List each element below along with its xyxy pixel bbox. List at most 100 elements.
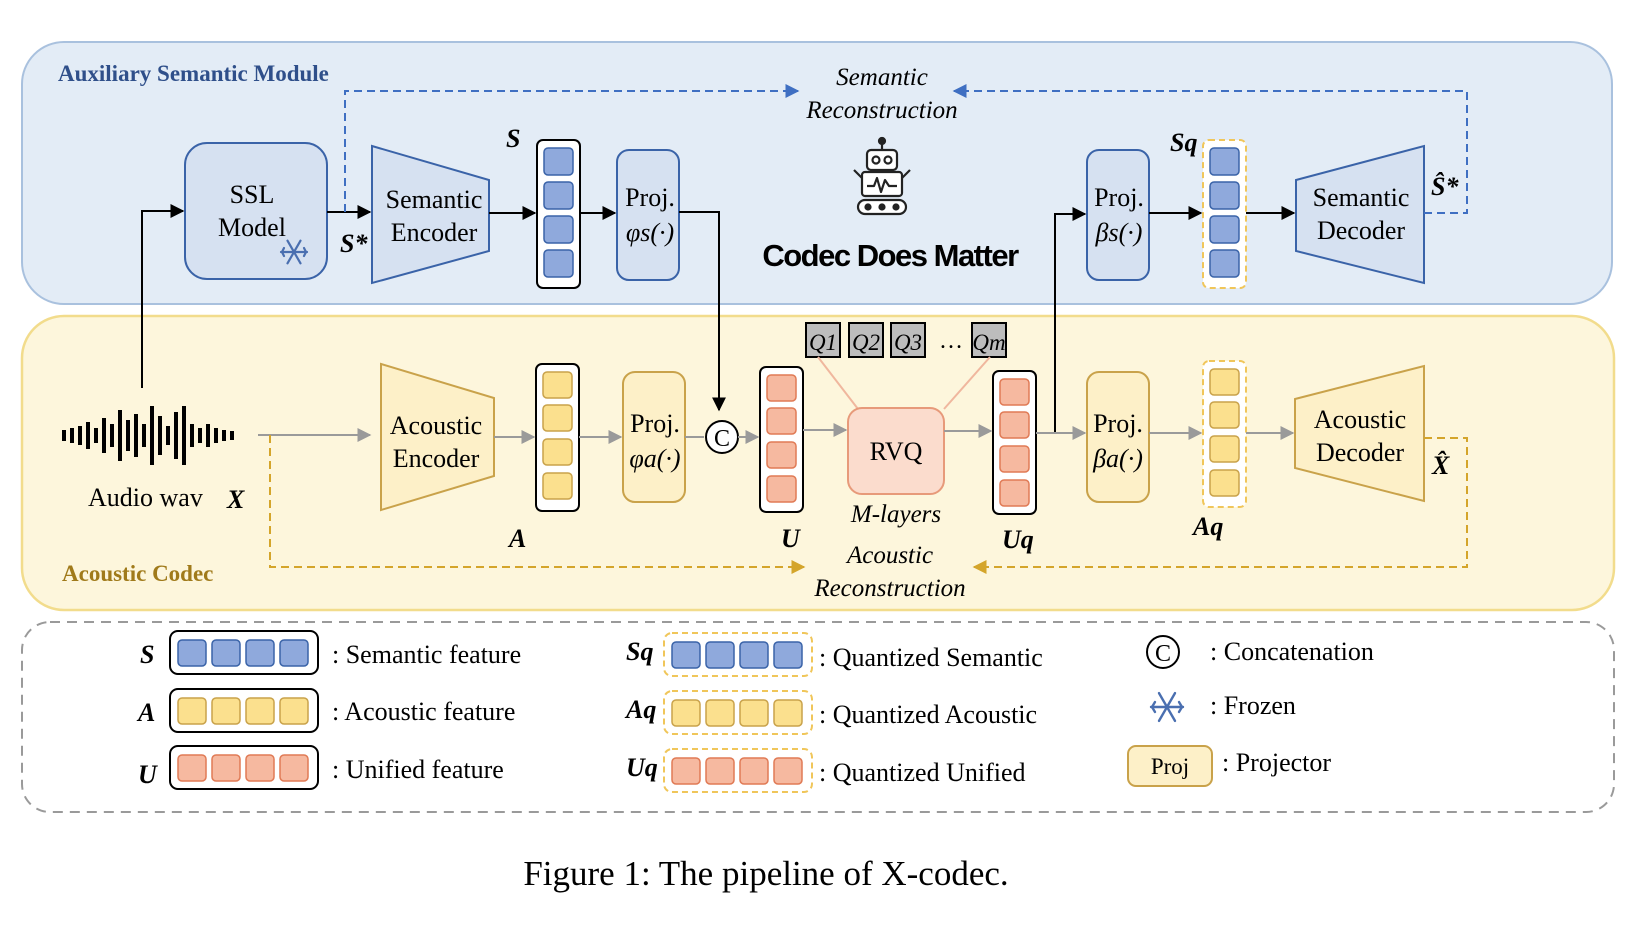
arrow-uq-to-semantic-proj [1054,207,1087,433]
semantic-out-projector-label-2: βs(·) [1095,218,1143,247]
acoustic-reconstruction-label-1: Acoustic [845,542,933,569]
rvq-label: RVQ [870,437,923,466]
quantizer-link-left [817,356,859,410]
legend-aq-cell [773,699,803,727]
legend-a-cell [279,697,309,725]
x-hat-label: X̂ [1431,451,1450,480]
legend-uq-symbol: Uq [626,753,658,782]
aq-feature-label: Aq [1191,512,1223,541]
acoustic-decoder-label-1: Acoustic [1314,405,1406,434]
acoustic-encoder-label-2: Encoder [393,444,480,473]
semantic-encoder-label-1: Semantic [386,185,483,214]
uq-cell [999,411,1030,439]
legend-s-symbol: S [140,640,154,669]
sq-cell [1209,181,1240,210]
semantic-module-title: Auxiliary Semantic Module [58,61,329,86]
legend-a-text: : Acoustic feature [332,697,515,726]
a-feature-label: A [507,524,526,553]
quantizer-qm-label: Qm [972,330,1005,355]
legend-aq-text: : Quantized Acoustic [819,700,1037,729]
codec-does-matter-logo: Codec Does Matter [762,238,1019,273]
legend-sq-text: : Quantized Semantic [819,643,1043,672]
acoustic-module-title: Acoustic Codec [62,561,213,586]
legend-u-cell [245,754,275,782]
s-cell [543,249,574,278]
x-label: X [226,485,245,514]
legend-u-cell [279,754,309,782]
uq-feature-label: Uq [1002,525,1034,554]
u-feature-label: U [781,524,801,553]
semantic-encoder-label-2: Encoder [391,218,478,247]
legend-s-text: : Semantic feature [332,640,521,669]
acoustic-out-projector-label-1: Proj. [1093,409,1143,438]
acoustic-decoder-label-2: Decoder [1316,438,1404,467]
legend-uq-cell [773,757,803,785]
legend-u-symbol: U [138,760,158,789]
s-feature-label: S [506,124,520,153]
legend-sq-cell [739,641,769,669]
quantizer-q2-label: Q2 [852,330,880,355]
acoustic-out-projector-label-2: βa(·) [1092,444,1143,473]
uq-cell [999,445,1030,473]
acoustic-decoder-shape [1294,364,1425,503]
legend-concat-text: : Concatenation [1210,637,1374,666]
snowflake-icon [279,239,309,265]
sq-feature-label: Sq [1170,128,1197,157]
legend-uq-cell [705,757,735,785]
arrow-audio-to-ssl [141,204,185,388]
waveform-icon [62,406,234,465]
semantic-out-projector-label-1: Proj. [1094,183,1144,212]
legend-a-cell [211,697,241,725]
uq-cell [999,378,1030,406]
figure-caption: Figure 1: The pipeline of X-codec. [523,854,1008,893]
legend-aq-cell [671,699,701,727]
sq-cell [1209,215,1240,244]
semantic-decoder-shape [1295,144,1425,285]
legend-sq-cell [671,641,701,669]
semantic-decoder-label-1: Semantic [1313,183,1410,212]
quantizer-link-right [943,356,991,410]
uq-feature-column [992,370,1037,515]
aq-cell [1209,435,1240,463]
s-cell [543,147,574,176]
semantic-projector-label-2: φs(·) [626,218,674,247]
semantic-recon-right-line [952,84,1468,214]
acoustic-out-projector-box [1086,371,1150,503]
legend-frozen-text: : Frozen [1210,691,1296,720]
legend-u-text: : Unified feature [332,755,504,784]
quantizer-q3-label: Q3 [894,330,922,355]
ssl-model-box [184,142,328,280]
ssl-model-label-1: SSL [230,180,275,209]
legend-s-cell [279,639,309,667]
quantizer-q2 [848,322,884,358]
semantic-reconstruction-label-1: Semantic [836,64,928,91]
quantizer-q1-label: Q1 [809,330,837,355]
acoustic-encoder-shape [380,362,495,512]
u-cell [766,441,797,469]
u-cell [766,407,797,435]
concatenation-symbol: C [714,426,730,452]
legend-aq-cell [739,699,769,727]
legend-aq-cell [705,699,735,727]
rvq-box [847,407,945,495]
legend-sq-cell [705,641,735,669]
acoustic-recon-left-line [269,435,806,574]
legend-u-cell [211,754,241,782]
aq-cell [1209,469,1240,497]
legend-panel [21,621,1615,813]
acoustic-projector-label-1: Proj. [630,409,680,438]
semantic-projector-label-1: Proj. [625,183,675,212]
legend-concat-symbol: C [1155,641,1171,667]
legend-aq-symbol: Aq [624,695,656,724]
aq-cell [1209,368,1240,396]
semantic-encoder-shape [371,144,490,285]
u-cell [766,475,797,503]
legend-proj-text: : Projector [1222,748,1331,777]
uq-cell [999,479,1030,507]
ssl-model-label-2: Model [218,213,286,242]
semantic-recon-left-line [344,84,800,212]
legend-uq-cell [739,757,769,785]
legend-uq-cell [671,757,701,785]
legend-concat-icon [1146,635,1180,669]
